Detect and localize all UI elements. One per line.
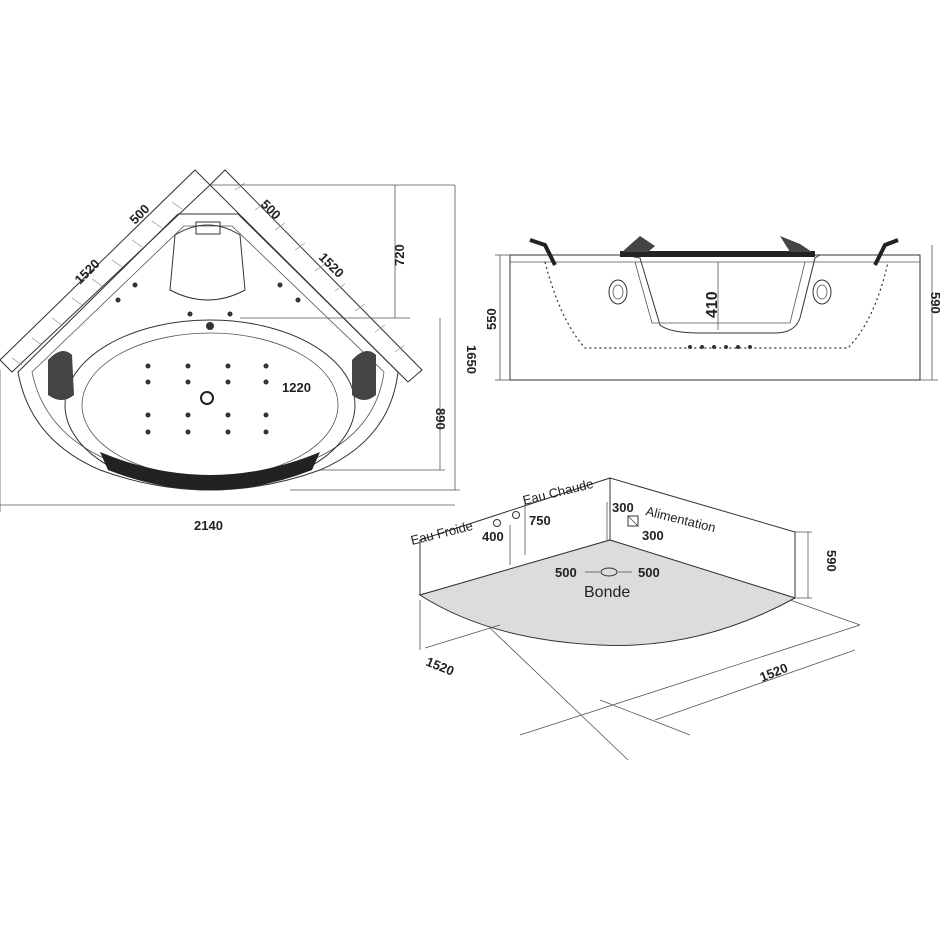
side-top-bar xyxy=(620,251,815,257)
edge-right-label: 1520 xyxy=(316,250,347,281)
side-jet-right xyxy=(812,279,832,305)
hot-height-label: 750 xyxy=(529,513,551,528)
install-view: Eau Froide Eau Chaude Alimentation 400 7… xyxy=(409,476,861,761)
drain-left-label: 500 xyxy=(555,565,577,580)
head-recess xyxy=(169,224,246,301)
side-height-right-label: 590 xyxy=(928,292,940,314)
drain-right-label: 500 xyxy=(638,565,660,580)
basin-depth-label: 890 xyxy=(433,408,448,430)
supply-offset-a-label: 300 xyxy=(612,500,634,515)
headrest-left xyxy=(48,351,74,400)
supply-offset-b-label: 300 xyxy=(642,528,664,543)
install-side-left-label: 1520 xyxy=(424,654,456,679)
install-dimension-lines xyxy=(419,500,861,761)
drain-outlet-icon xyxy=(600,567,618,577)
hot-water-icon xyxy=(512,511,520,519)
side-jets-row xyxy=(688,345,752,349)
front-bar xyxy=(100,452,320,490)
seat-depth-label: 410 xyxy=(704,291,721,318)
side-jet-right-inner xyxy=(816,284,828,300)
drain-label: Bonde xyxy=(584,584,630,601)
step-left-label: 500 xyxy=(127,201,153,227)
side-seat xyxy=(624,254,821,334)
side-height-left-label: 550 xyxy=(484,308,499,330)
install-side-right-label: 1520 xyxy=(758,660,790,685)
cold-water-icon xyxy=(493,519,501,527)
side-view: 550 410 590 xyxy=(484,236,940,381)
side-wing-right xyxy=(780,236,812,252)
side-handle-right xyxy=(873,238,899,266)
depth-total-label: 1650 xyxy=(464,345,479,374)
basin-inner xyxy=(81,332,339,478)
right-wall-hatch xyxy=(209,169,423,383)
side-handle-left xyxy=(529,238,557,266)
top-dimension-lines xyxy=(0,184,460,512)
jets xyxy=(115,282,301,435)
drain-icon xyxy=(200,391,214,405)
side-seat-inner xyxy=(634,261,806,324)
step-right-label: 500 xyxy=(258,197,284,223)
basin-width-label: 1220 xyxy=(282,380,311,395)
left-wall-hatch xyxy=(0,169,211,373)
supply-icon xyxy=(627,515,639,527)
edge-left-label: 1520 xyxy=(72,256,103,287)
side-dimension-lines xyxy=(495,245,938,381)
install-floor xyxy=(418,539,797,646)
depth-head-label: 720 xyxy=(392,244,407,266)
install-height-label: 590 xyxy=(824,550,839,572)
overall-width-label: 2140 xyxy=(194,518,223,533)
wall-hatching xyxy=(11,182,406,366)
tub-rim xyxy=(17,213,399,491)
control-panel xyxy=(195,221,221,235)
side-jet-left xyxy=(608,279,628,305)
top-view: 1520 500 500 1520 720 1650 890 1220 2140 xyxy=(0,169,479,533)
cold-height-label: 400 xyxy=(482,529,504,544)
headrest-right xyxy=(352,351,376,400)
side-jet-left-inner xyxy=(612,284,624,300)
side-wing-left xyxy=(622,236,655,252)
